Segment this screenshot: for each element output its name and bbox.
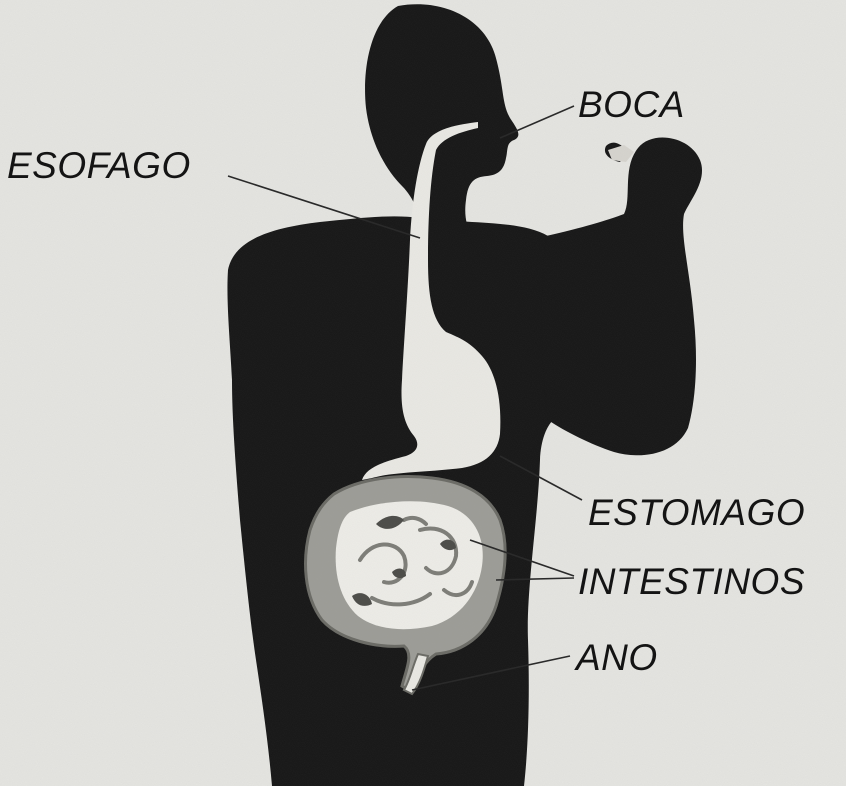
label-esofago: ESOFAGO xyxy=(7,147,191,184)
label-intestinos: INTESTINOS xyxy=(578,563,805,600)
label-ano: ANO xyxy=(576,639,658,676)
label-boca: BOCA xyxy=(578,86,685,123)
label-estomago: ESTOMAGO xyxy=(588,494,805,531)
